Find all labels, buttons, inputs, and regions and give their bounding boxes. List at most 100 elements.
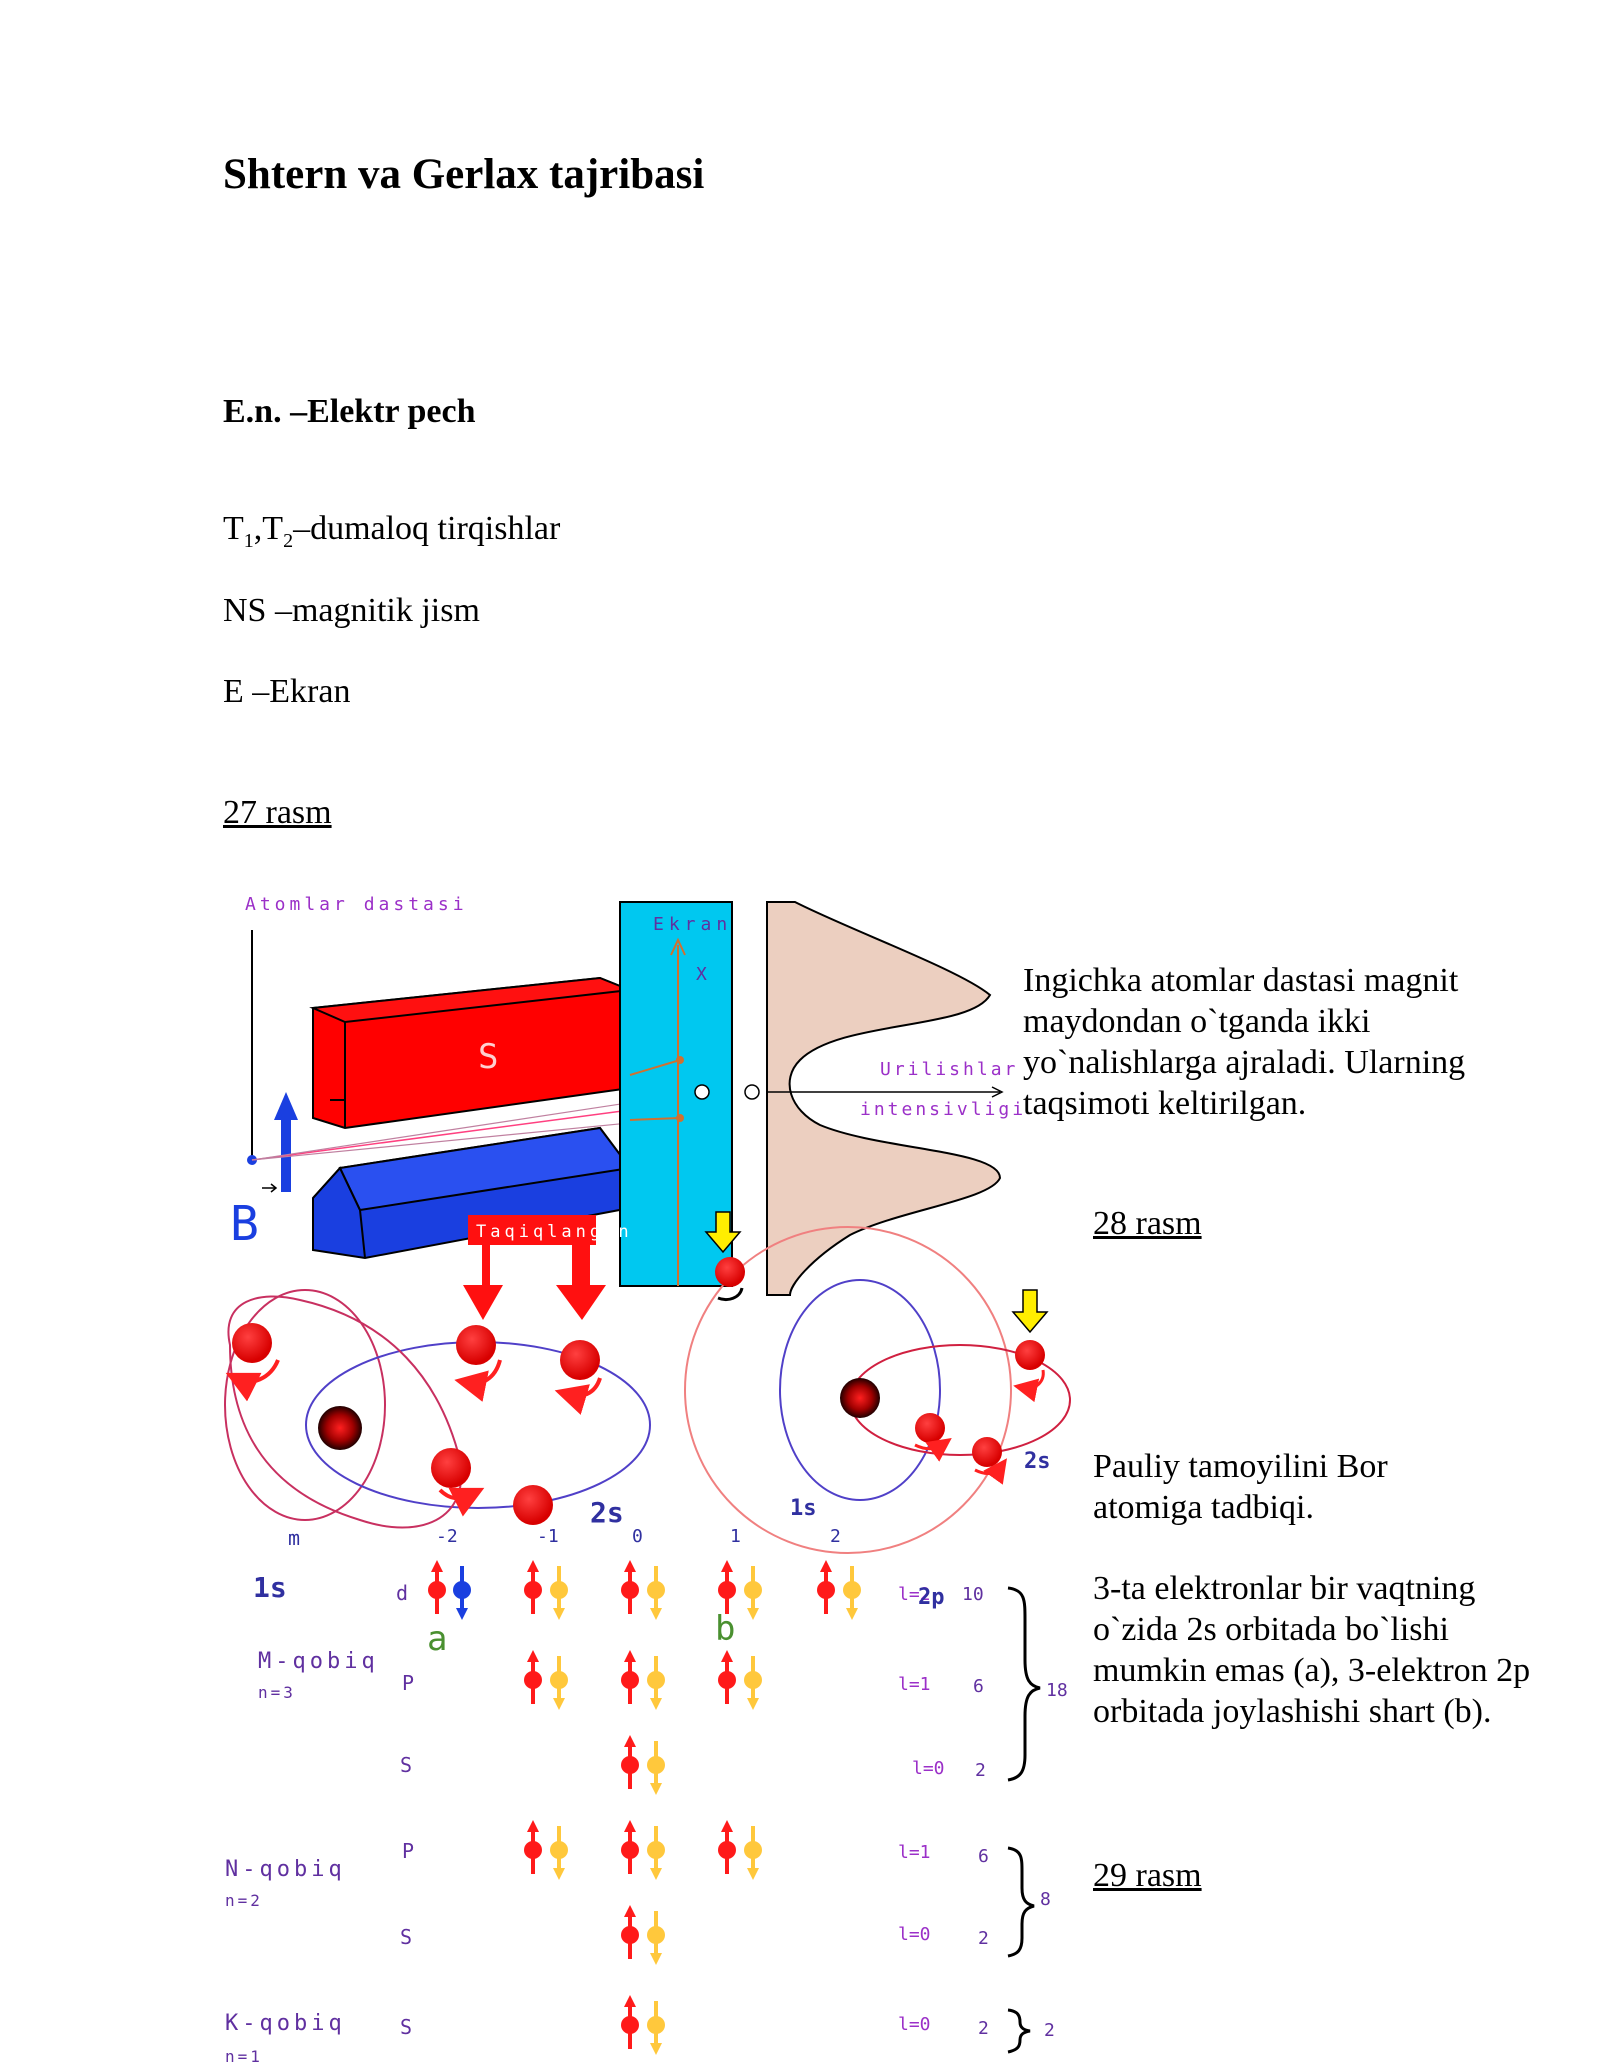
orbit-outer-right [684, 1226, 1012, 1554]
spin-down-arrow [843, 1566, 861, 1620]
shell-n: n=2 [225, 1891, 263, 1910]
legend-elektr-pech: E.n. –Elektr pech [223, 393, 476, 430]
label-1s-left: 1s [253, 1571, 287, 1604]
spin-up-arrow [621, 1650, 639, 1704]
shell-total: 2 [1044, 2020, 1055, 2041]
intensivligi-label: intensivligi [860, 1099, 1026, 1120]
small-arrow-icon [262, 1183, 278, 1193]
s-magnet: S [309, 976, 631, 1130]
electron-count: 10 [962, 1584, 984, 1605]
shell-n: n=3 [258, 1683, 296, 1702]
electron-count: 2 [975, 1760, 986, 1781]
label-b: b [715, 1609, 735, 1649]
electron [715, 1257, 745, 1287]
yellow-arrow-icon [1011, 1289, 1049, 1334]
spin-pairs [428, 1560, 861, 2055]
spin-down-arrow [647, 1741, 665, 1795]
beam-line-lower [251, 1117, 681, 1161]
subshell-label: S [400, 1753, 412, 1777]
electron [972, 1437, 1002, 1467]
electron-count: 6 [978, 1846, 989, 1867]
caption-fig29: 29 rasm [1093, 1857, 1202, 1894]
m-value: 0 [632, 1526, 643, 1547]
caption-fig27: 27 rasm [223, 794, 332, 831]
ekran-screen [619, 901, 733, 1287]
x-axis-label: X [696, 964, 707, 985]
shell-diagram: M-qobiq n=3 N-qobiq n=2 K-qobiq n=1 d P … [225, 1560, 1068, 2066]
screen-center-hole [694, 1084, 710, 1100]
electron [456, 1325, 496, 1365]
atomlar-dastasi-label: Atomlar dastasi [245, 894, 468, 915]
brace-n-shell [1007, 1846, 1035, 1958]
nucleus-left [318, 1406, 362, 1450]
l-value: l=1 [898, 1674, 931, 1695]
electron-count: 2 [978, 1928, 989, 1949]
urilishlar-label: Urilishlar [880, 1059, 1018, 1080]
paragraph-pauli: Pauliy tamoyilini Bor atomiga tadbiqi. [1093, 1448, 1388, 1526]
subshell-label: d [396, 1581, 408, 1605]
m-values-row: -2 -1 0 1 2 [436, 1526, 841, 1547]
spin-up-arrow [621, 1735, 639, 1789]
label-1s-right: 1s [790, 1496, 817, 1521]
spin-down-arrow [550, 1656, 568, 1710]
beam-line [251, 1109, 631, 1161]
spin-down-arrow [453, 1566, 471, 1620]
shell-name: K-qobiq [225, 2011, 346, 2036]
electron [232, 1323, 272, 1363]
spin-up-arrow [621, 1820, 639, 1874]
m-label: m [288, 1526, 300, 1550]
spin-down-arrow [744, 1656, 762, 1710]
m-value: -2 [436, 1526, 458, 1547]
l-value: l=2 [898, 1584, 931, 1605]
forbidden-arrow-left [463, 1245, 503, 1320]
spin-down-arrow [647, 1911, 665, 1965]
spin-up-arrow [817, 1560, 835, 1614]
nucleus-right [840, 1378, 880, 1418]
label-2s-right: 2s [1024, 1449, 1051, 1474]
label-2s-left: 2s [590, 1496, 624, 1529]
stern-gerlach-apparatus: Atomlar dastasi B S Ekran [230, 894, 1026, 1296]
l-value: l=0 [898, 2014, 931, 2035]
spin-up-arrow [718, 1560, 736, 1614]
orbit-1s-right [779, 1279, 941, 1501]
paragraph-atomlar-dastasi: Ingichka atomlar dastasi magnit maydonda… [1023, 962, 1466, 1122]
paragraph-three-electrons: 3-ta elektronlar bir vaqtning o`zida 2s … [1093, 1570, 1531, 1730]
forbidden-arrow-right [556, 1245, 606, 1320]
screen-mark [744, 1084, 760, 1100]
pauli-orbits: Taqiqlangan 2s m 1s [224, 1211, 1071, 1604]
orbit-1s-left [224, 1289, 386, 1521]
m-value: 2 [830, 1526, 841, 1547]
legend-ekran: E –Ekran [223, 673, 351, 710]
subshell-label: P [402, 1839, 414, 1863]
spin-up-arrow [524, 1650, 542, 1704]
l-value: l=0 [912, 1758, 945, 1779]
label-2p: 2p [918, 1585, 945, 1610]
spin-up-arrow [428, 1560, 446, 1614]
ekran-label: Ekran [653, 914, 732, 935]
page-title: Shtern va Gerlax tajribasi [223, 151, 705, 198]
brace-m-shell [1007, 1586, 1041, 1782]
legend-tirqishlar: T1,T2–dumaloq tirqishlar [223, 510, 561, 552]
distribution-curve [766, 901, 1002, 1296]
spin-down-arrow [647, 1826, 665, 1880]
label-a: a [427, 1619, 447, 1659]
l-value: l=0 [898, 1924, 931, 1945]
spin-up-arrow [524, 1820, 542, 1874]
beam-line-upper [251, 1094, 681, 1161]
taqiqlangan-banner [468, 1215, 596, 1245]
b-arrow-head [274, 1092, 298, 1120]
spin-up-arrow [621, 1995, 639, 2049]
m-value: 1 [730, 1526, 741, 1547]
subshell-label: S [400, 2015, 412, 2039]
spin-down-arrow [550, 1566, 568, 1620]
spin-down-arrow [647, 1566, 665, 1620]
spin-down-arrow [744, 1566, 762, 1620]
electron [915, 1413, 945, 1443]
spin-down-arrow [647, 1656, 665, 1710]
shell-name: N-qobiq [225, 1857, 346, 1882]
spin-up-arrow [621, 1905, 639, 1959]
shell-total: 18 [1046, 1680, 1068, 1701]
electron [560, 1340, 600, 1380]
spin-up-arrow [621, 1560, 639, 1614]
